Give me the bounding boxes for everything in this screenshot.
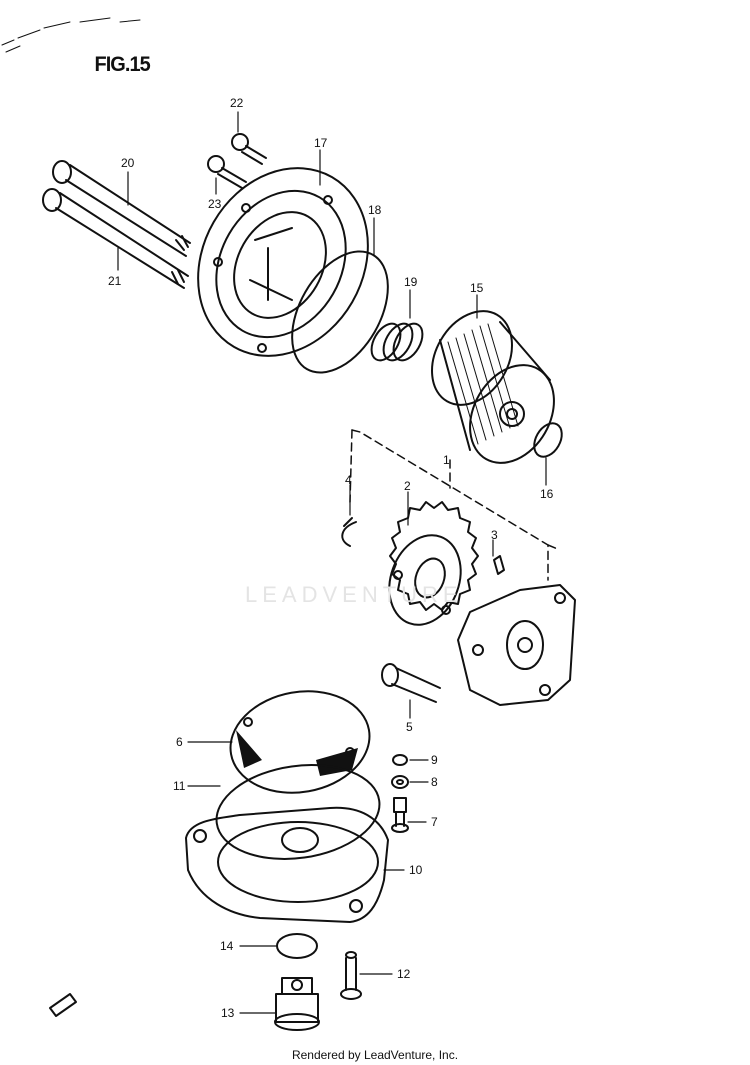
leader-lines xyxy=(117,111,547,1014)
drain-plug-13-icon xyxy=(274,977,320,1031)
bolt-12-icon xyxy=(340,951,362,1000)
part-label-18: 18 xyxy=(368,203,382,217)
scan-noise xyxy=(1,17,141,53)
part-label-21: 21 xyxy=(108,274,122,288)
part-label-12: 12 xyxy=(397,967,411,981)
o-ring-11-icon xyxy=(215,764,381,860)
part-label-14: 14 xyxy=(220,939,234,953)
washer-8-icon xyxy=(391,775,409,789)
part-label-9: 9 xyxy=(431,753,438,767)
edge-mark-icon xyxy=(49,993,77,1017)
part-label-11: 11 xyxy=(173,779,186,793)
circlip-4-icon xyxy=(341,517,357,547)
part-label-2: 2 xyxy=(404,479,411,493)
o-ring-14-icon xyxy=(276,933,318,959)
pin-3-icon xyxy=(493,555,505,575)
pump-gear-2-icon xyxy=(388,501,479,626)
part-label-16: 16 xyxy=(540,487,554,501)
spring-19-icon xyxy=(370,322,424,362)
part-label-5: 5 xyxy=(406,720,413,734)
footer-credit: Rendered by LeadVenture, Inc. xyxy=(291,1048,459,1062)
part-label-8: 8 xyxy=(431,775,438,789)
o-ring-16-icon xyxy=(533,422,563,458)
part-label-20: 20 xyxy=(121,156,135,170)
part-label-10: 10 xyxy=(409,863,423,877)
oil-filter-cover-17-icon xyxy=(197,167,369,357)
watermark: LEADVENTURE xyxy=(245,582,463,607)
part-label-19: 19 xyxy=(404,275,418,289)
oil-pump-body-1-icon xyxy=(457,584,576,706)
bolt-22-icon xyxy=(231,133,267,165)
figure-title: FIG.15 xyxy=(94,53,150,76)
part-label-4: 4 xyxy=(345,473,352,487)
part-label-22: 22 xyxy=(230,96,244,110)
part-label-13: 13 xyxy=(221,1006,235,1020)
bolt-21-icon xyxy=(42,188,189,289)
part-label-3: 3 xyxy=(491,528,498,542)
bolt-23-icon xyxy=(207,155,247,189)
part-label-17: 17 xyxy=(314,136,328,150)
part-label-1: 1 xyxy=(443,453,450,467)
bolt-7-icon xyxy=(391,797,409,833)
gasket-6-icon xyxy=(229,690,371,794)
bolt-5-icon xyxy=(381,663,441,703)
pump-cover-10-icon xyxy=(185,806,389,923)
part-label-7: 7 xyxy=(431,815,438,829)
oil-filter-15-icon xyxy=(431,310,555,464)
part-label-23: 23 xyxy=(208,197,222,211)
bolt-20-icon xyxy=(52,160,191,257)
washer-9-icon xyxy=(392,754,408,766)
part-label-6: 6 xyxy=(176,735,183,749)
part-label-15: 15 xyxy=(470,281,484,295)
o-ring-18-icon xyxy=(291,250,389,374)
